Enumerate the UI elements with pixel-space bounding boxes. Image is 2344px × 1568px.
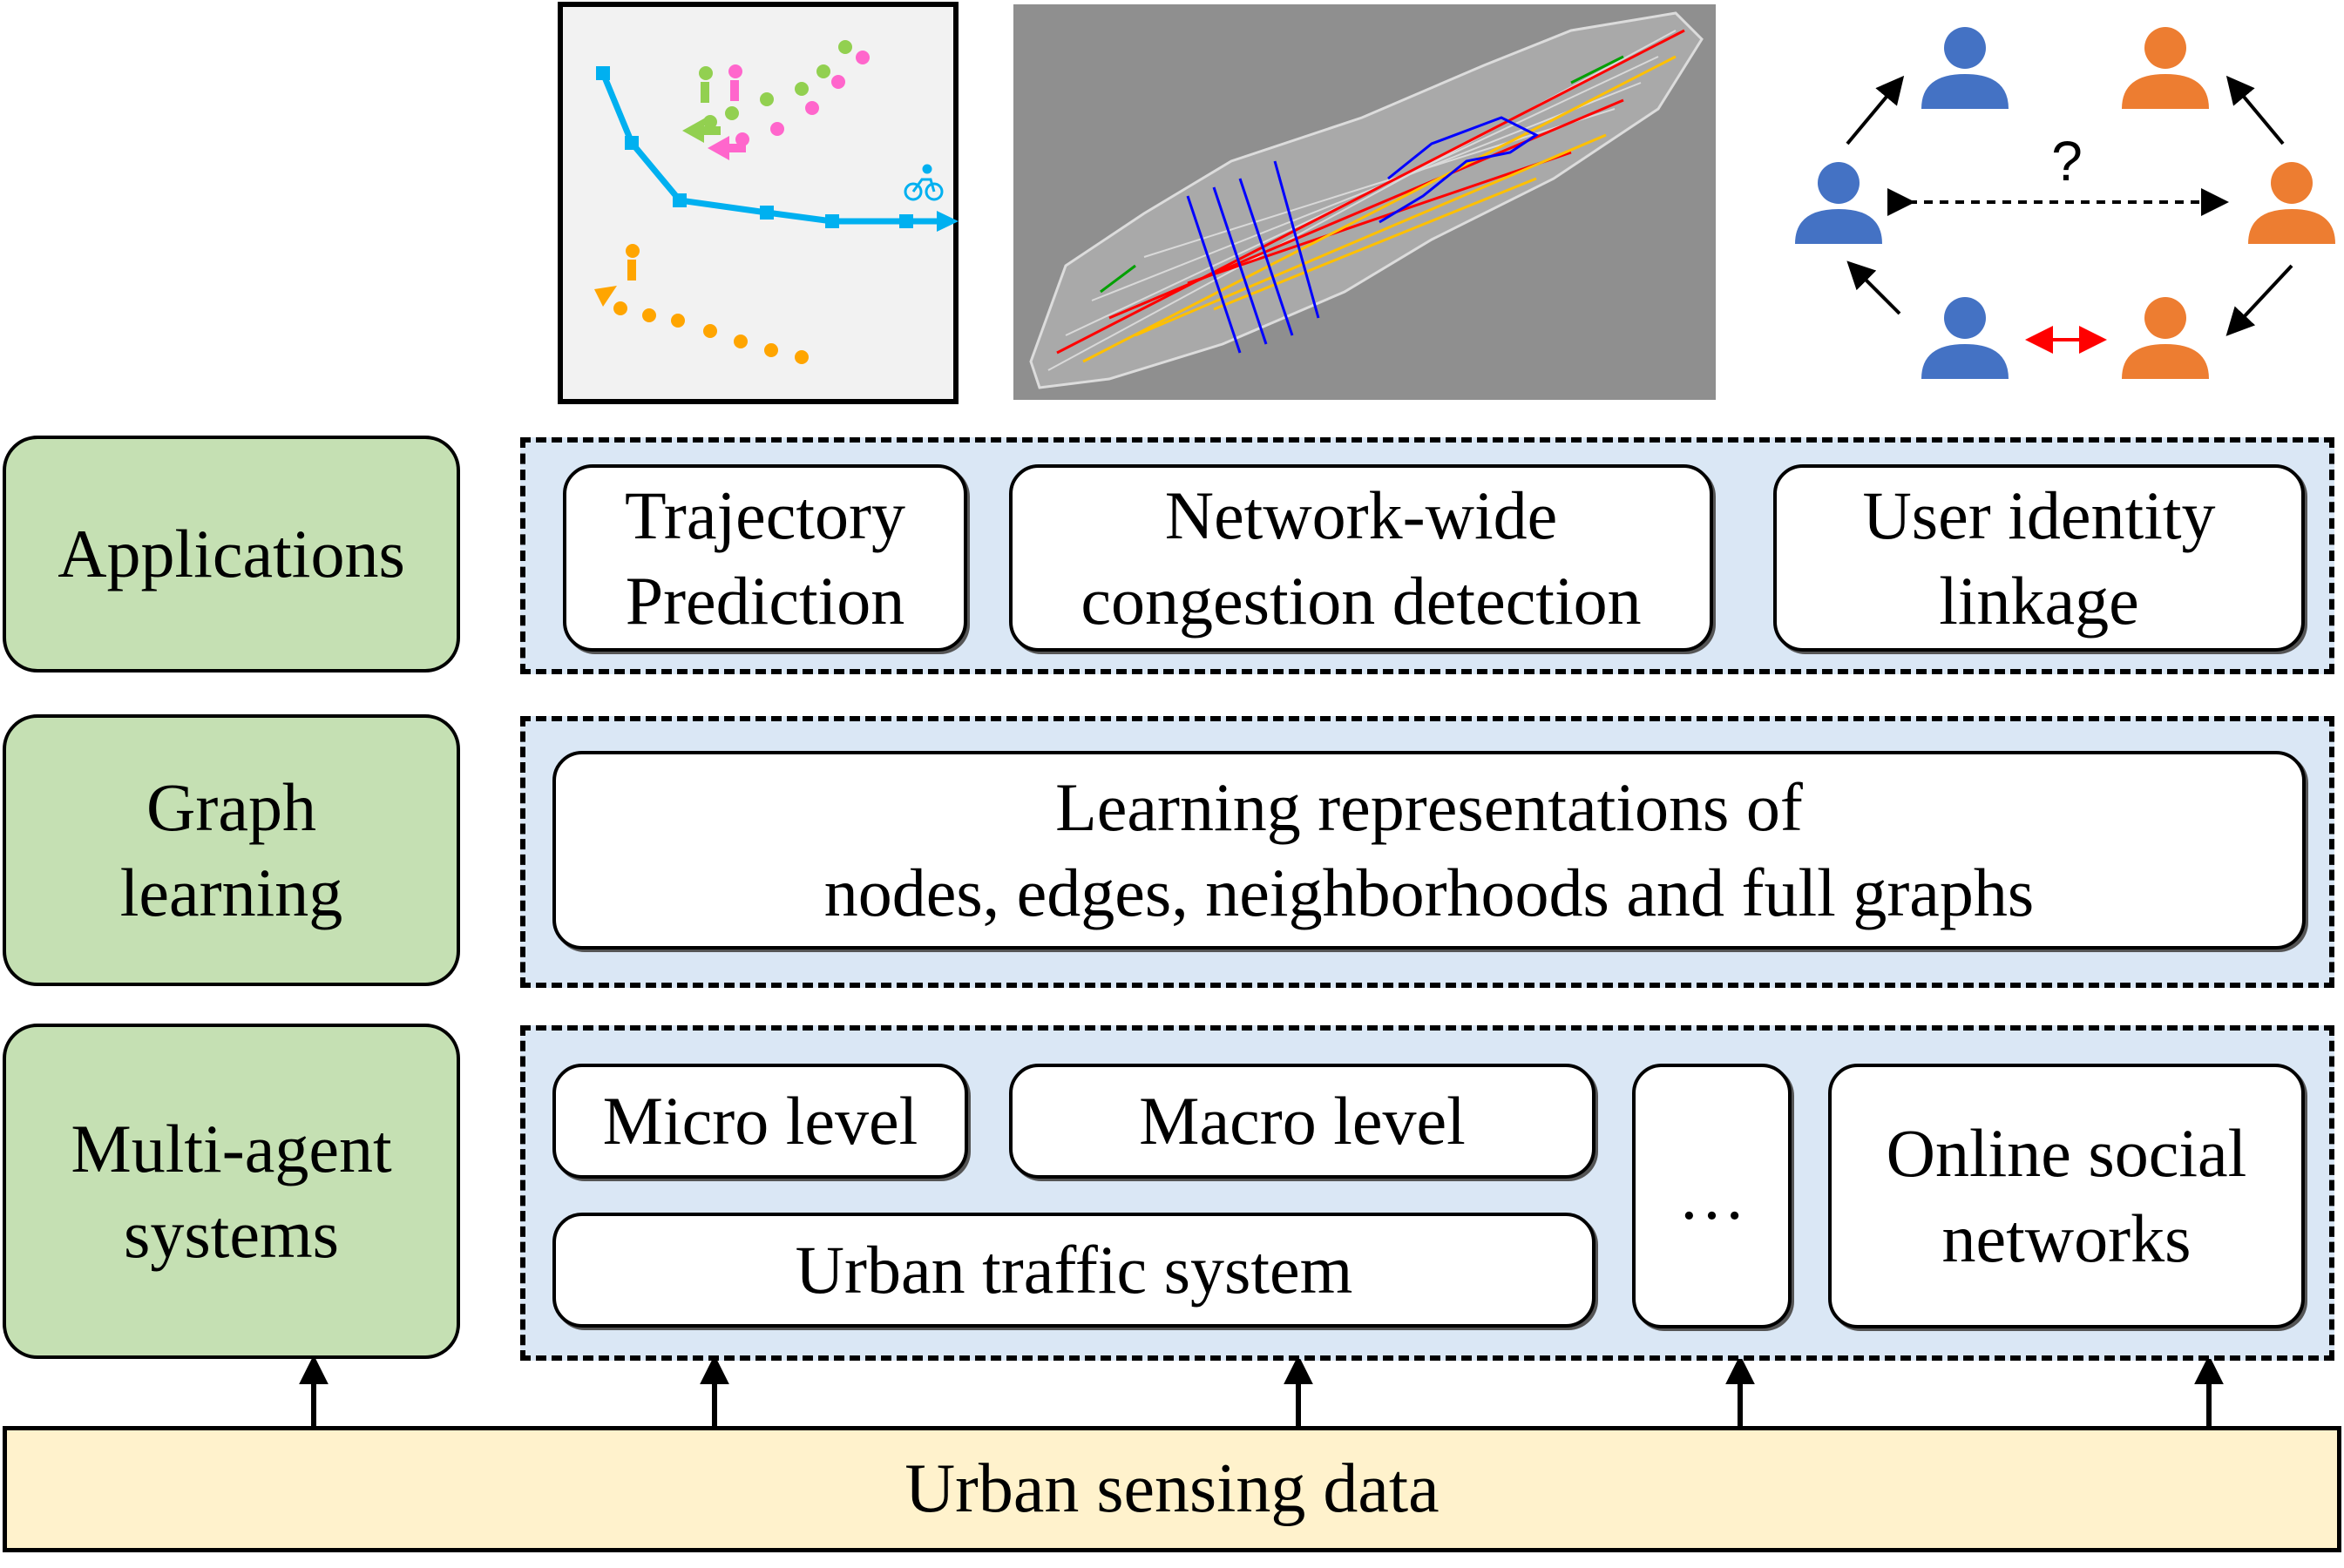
- pedestrian-icon: [728, 64, 742, 101]
- urban-traffic-system-box: Urban traffic system: [552, 1213, 1595, 1328]
- urban-traffic-system-label: Urban traffic system: [795, 1232, 1353, 1308]
- representation-learning-label: Learning representations of nodes, edges…: [823, 769, 2035, 930]
- layer-graph-learning-label: Graph learning: [119, 769, 343, 930]
- question-mark: ?: [2051, 130, 2083, 193]
- person-icon: [1921, 297, 2009, 379]
- layer-applications: Applications: [3, 436, 460, 672]
- layer-multi-agent-label: Multi-agent systems: [71, 1110, 392, 1272]
- layer-applications-label: Applications: [58, 516, 405, 591]
- user-identity-illustration: ?: [1795, 27, 2335, 379]
- micro-level-label: Micro level: [602, 1083, 918, 1159]
- congestion-detection-box: Network-wide congestion detection: [1009, 464, 1713, 652]
- person-icon: [2248, 162, 2335, 244]
- person-icon: [1921, 27, 2009, 109]
- urban-sensing-data-bar: Urban sensing data: [3, 1426, 2341, 1552]
- ellipsis-box: …: [1632, 1064, 1792, 1328]
- micro-level-box: Micro level: [552, 1064, 968, 1179]
- macro-level-label: Macro level: [1139, 1083, 1466, 1159]
- trajectory-illustration: [558, 2, 959, 404]
- macro-level-box: Macro level: [1009, 1064, 1595, 1179]
- urban-sensing-data-label: Urban sensing data: [904, 1450, 1440, 1527]
- layer-multi-agent-systems: Multi-agent systems: [3, 1024, 460, 1359]
- user-identity-linkage-label: User identity linkage: [1862, 476, 2216, 639]
- trajectory-prediction-label: Trajectory Prediction: [624, 476, 906, 639]
- upward-arrows: [299, 1359, 2224, 1427]
- road-network-map-image: [1013, 4, 1716, 400]
- ellipsis-label: …: [1677, 1158, 1746, 1233]
- congestion-detection-label: Network-wide congestion detection: [1081, 476, 1642, 639]
- pedestrian-icon: [699, 66, 713, 103]
- user-identity-linkage-box: User identity linkage: [1773, 464, 2305, 652]
- bicycle-icon: [904, 164, 944, 201]
- representation-learning-box: Learning representations of nodes, edges…: [552, 751, 2306, 950]
- layer-graph-learning: Graph learning: [3, 714, 460, 986]
- online-social-networks-box: Online social networks: [1828, 1064, 2305, 1328]
- online-social-networks-label: Online social networks: [1886, 1115, 2247, 1276]
- trajectory-prediction-box: Trajectory Prediction: [563, 464, 967, 652]
- pedestrian-icon: [626, 244, 640, 280]
- person-icon: [2122, 297, 2209, 379]
- person-icon: [1795, 162, 1882, 244]
- person-icon: [2122, 27, 2209, 109]
